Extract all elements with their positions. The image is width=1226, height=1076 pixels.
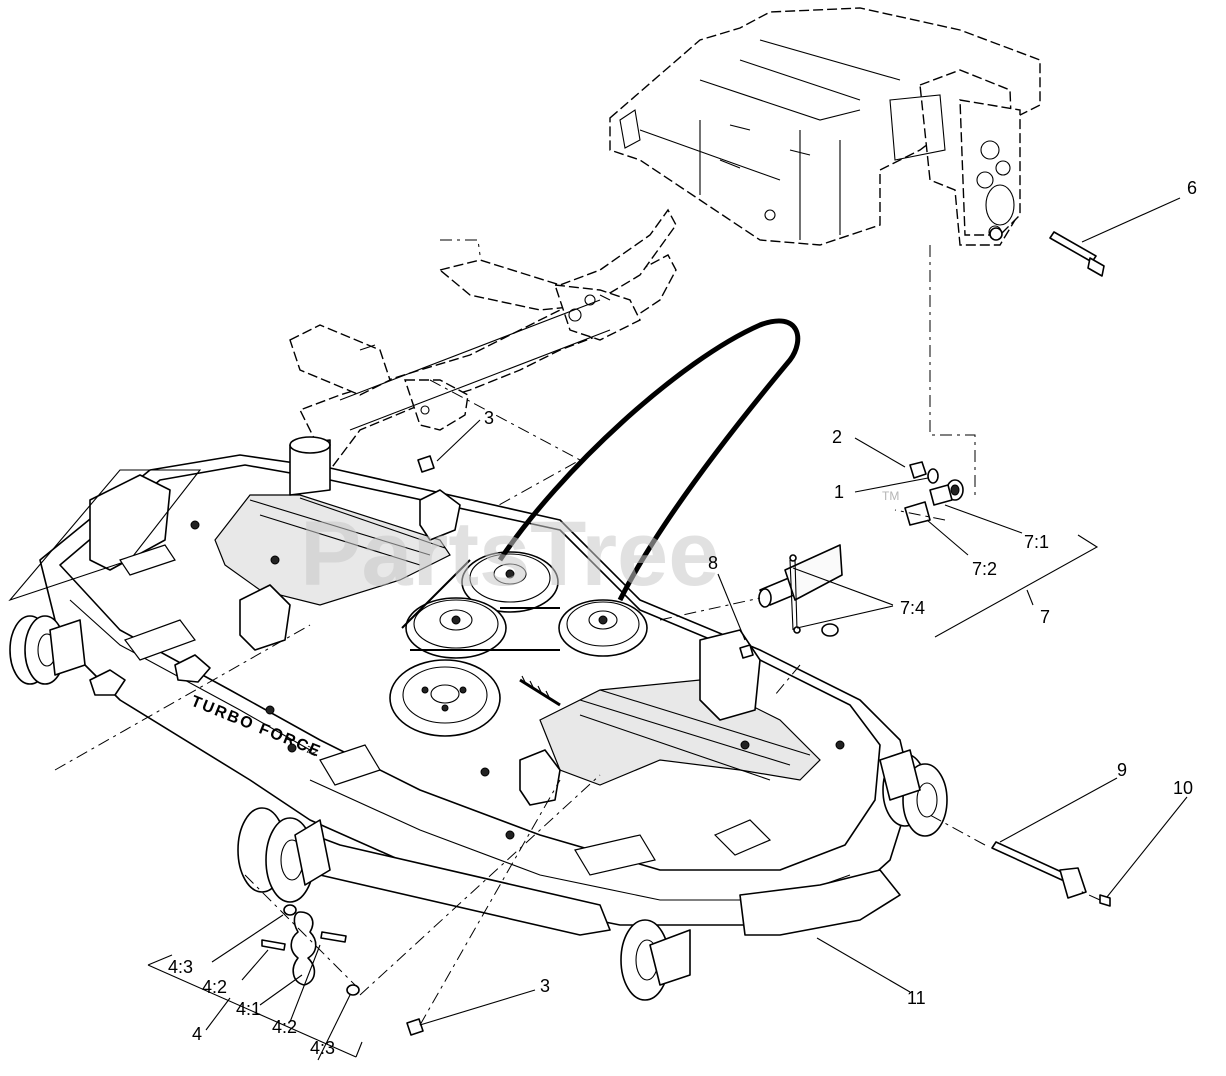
caster-wheels — [9, 615, 948, 1001]
callout-4-3-right: 4:3 — [310, 1038, 335, 1058]
part-10-bolt — [1099, 894, 1111, 907]
callout-7-4: 7:4 — [900, 598, 925, 618]
callout-labels: 3 6 2 1 7:1 7:2 8 7:4 7 9 10 11 3 4:3 4:… — [168, 178, 1197, 1058]
callout-3-lower: 3 — [540, 976, 550, 996]
watermark-trademark: TM — [882, 489, 899, 503]
drive-belt — [497, 318, 801, 602]
callout-7-1: 7:1 — [1024, 532, 1049, 552]
callout-2: 2 — [832, 427, 842, 447]
idler-spring — [519, 678, 561, 707]
pulley-left — [389, 659, 501, 737]
callout-4: 4 — [192, 1024, 202, 1044]
part-3-nut-lower — [406, 1018, 424, 1036]
belt-cover-left — [214, 494, 451, 606]
phantom-lines — [54, 245, 1101, 1026]
caster-front-left — [237, 807, 331, 903]
caster-rear-left — [9, 615, 86, 685]
callout-6: 6 — [1187, 178, 1197, 198]
pulley-center-top — [461, 551, 559, 613]
callout-4-2-left: 4:2 — [202, 977, 227, 997]
callout-4-2-right: 4:2 — [272, 1017, 297, 1037]
caster-front-right — [620, 919, 691, 1001]
watermark-text: PartsTree — [300, 503, 719, 605]
callout-10: 10 — [1173, 778, 1193, 798]
callout-1: 1 — [834, 482, 844, 502]
pulley-right — [558, 599, 648, 657]
callout-11: 11 — [907, 988, 926, 1008]
part-6-bolt — [989, 227, 1105, 277]
callout-leaders — [147, 197, 1188, 1061]
part-8-nut — [739, 644, 754, 659]
part-7-4 — [758, 544, 843, 637]
part-pivot-hardware — [904, 461, 964, 526]
callout-4-1: 4:1 — [236, 999, 261, 1019]
callout-8: 8 — [708, 553, 718, 573]
part-9-pin — [991, 841, 1087, 899]
mower-deck: TURBO FORCE 72 — [8, 318, 913, 936]
part-3-nut-upper — [417, 455, 435, 473]
callout-7: 7 — [1040, 607, 1050, 627]
frame-assembly — [609, 7, 1041, 246]
callout-4-3-left: 4:3 — [168, 957, 193, 977]
callout-3-upper: 3 — [484, 408, 494, 428]
callout-7-2: 7:2 — [972, 559, 997, 579]
deck-size-text: 72 — [304, 745, 319, 760]
lift-arm-assembly — [289, 208, 677, 511]
callout-9: 9 — [1117, 760, 1127, 780]
part-4-chain — [261, 904, 360, 996]
pulley-center — [405, 597, 507, 659]
